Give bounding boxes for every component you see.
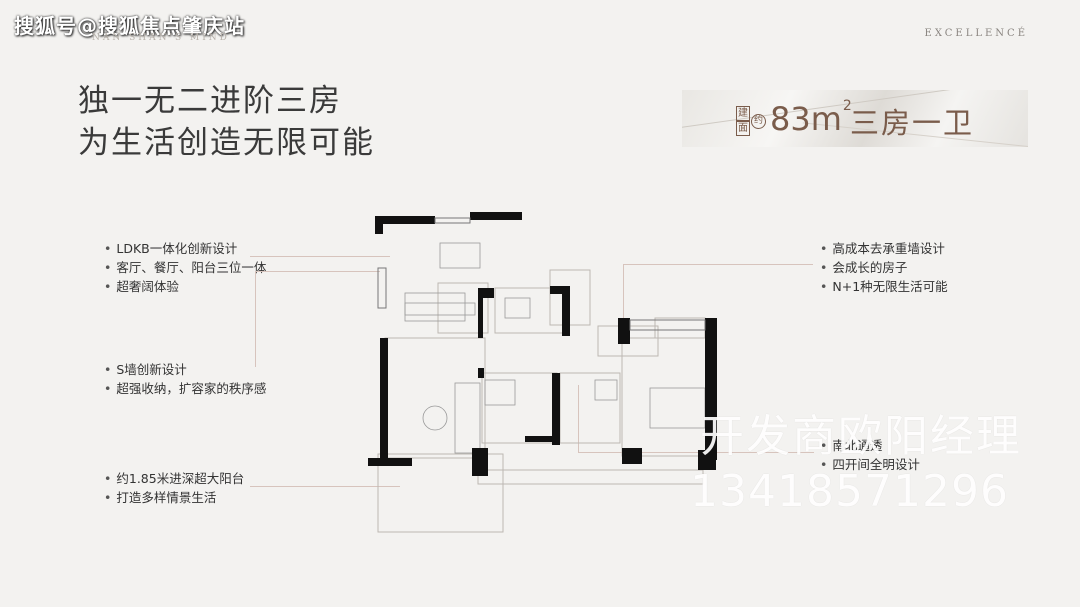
faint-brand-text: NAN SHAN'S MIND	[92, 33, 230, 43]
wall	[562, 286, 570, 336]
area-tag-line1: 建	[736, 106, 750, 121]
bench	[404, 302, 476, 316]
note-item: LDKB一体化创新设计	[104, 239, 266, 258]
balcony-outline	[377, 453, 504, 533]
note-item: 会成长的房子	[820, 258, 948, 277]
wall	[478, 288, 483, 338]
area-tag: 建 面 约	[736, 104, 766, 136]
kitchen-counter	[439, 242, 481, 269]
wall	[618, 318, 630, 344]
brand-excellence: EXCELLENCÉ	[924, 28, 1028, 39]
area-sup: 2	[842, 98, 852, 114]
wall	[478, 368, 484, 378]
wall	[470, 212, 522, 220]
dining-outline	[437, 282, 489, 334]
window	[629, 319, 706, 331]
bed-2	[484, 379, 516, 406]
unit-type: 三房一卫	[850, 106, 975, 140]
area-tag-line2: 面	[736, 121, 750, 136]
area-number: 83	[770, 100, 811, 138]
leader-line	[623, 264, 624, 344]
site-watermark: 搜狐号@搜狐焦点肇庆站	[14, 14, 245, 38]
coffee-table	[422, 405, 448, 431]
leader-line	[623, 264, 813, 265]
notes-right-group-1: 高成本去承重墙设计 会成长的房子 N+1种无限生活可能	[820, 239, 948, 296]
wall	[380, 338, 388, 458]
window	[377, 267, 387, 309]
area-value: 83m2	[770, 98, 852, 138]
note-item: S墙创新设计	[104, 360, 266, 379]
master-bed	[649, 387, 706, 429]
area-unit: m	[810, 100, 842, 138]
note-item: 四开间全明设计	[820, 455, 920, 474]
notes-left-group-2: S墙创新设计 超强收纳，扩容家的秩序感	[104, 360, 266, 398]
leader-line	[720, 452, 814, 453]
sofa	[454, 382, 481, 454]
developer-watermark: 开发商欧阳经理	[700, 411, 1022, 462]
headline-line-1: 独一无二进阶三房	[78, 83, 342, 119]
corridor-outline	[654, 317, 706, 339]
headline-line-2: 为生活创造无限可能	[78, 125, 375, 161]
note-item: N+1种无限生活可能	[820, 277, 947, 296]
wall	[622, 448, 642, 464]
wall	[375, 216, 383, 234]
phone-watermark: 13418571296	[690, 466, 1009, 517]
wall	[550, 286, 568, 294]
wall	[472, 448, 488, 476]
window	[434, 217, 471, 224]
balcony-railing	[477, 469, 704, 485]
wall	[478, 288, 494, 298]
note-item: 高成本去承重墙设计	[820, 239, 948, 258]
bedroom-2-outline	[481, 372, 558, 444]
wall	[368, 458, 412, 466]
leader-line	[250, 256, 390, 257]
desk	[594, 379, 618, 401]
area-tag-circle: 约	[751, 114, 766, 129]
notes-right-group-2: 南北通透 四开间全明设计	[820, 436, 920, 474]
note-item: 南北通透	[820, 436, 920, 455]
bathroom-vanity	[504, 297, 531, 319]
note-item: 超奢阔体验	[104, 277, 266, 296]
note-item: 打造多样情景生活	[104, 488, 244, 507]
leader-line	[578, 385, 579, 452]
wall	[552, 373, 560, 445]
leader-line	[250, 486, 400, 487]
notes-left-group-1: LDKB一体化创新设计 客厅、餐厅、阳台三位一体 超奢阔体验	[104, 239, 266, 296]
wall	[375, 216, 435, 224]
leader-line	[255, 271, 380, 272]
wall	[705, 318, 717, 460]
wall	[525, 436, 555, 442]
wall	[698, 450, 716, 470]
note-item: 客厅、餐厅、阳台三位一体	[104, 258, 266, 277]
living-room-outline	[384, 337, 486, 459]
area-badge: 建 面 约 83m2 三房一卫	[682, 90, 1028, 147]
floor-plan	[368, 212, 717, 533]
bedroom-3-outline	[559, 372, 621, 444]
headline: 独一无二进阶三房 为生活创造无限可能	[78, 80, 375, 164]
note-item: 约1.85米进深超大阳台	[104, 469, 244, 488]
leader-line	[578, 452, 720, 453]
leader-line	[255, 271, 256, 367]
notes-left-group-3: 约1.85米进深超大阳台 打造多样情景生活	[104, 469, 244, 507]
note-item: 超强收纳，扩容家的秩序感	[104, 379, 266, 398]
dining-table	[404, 292, 466, 322]
